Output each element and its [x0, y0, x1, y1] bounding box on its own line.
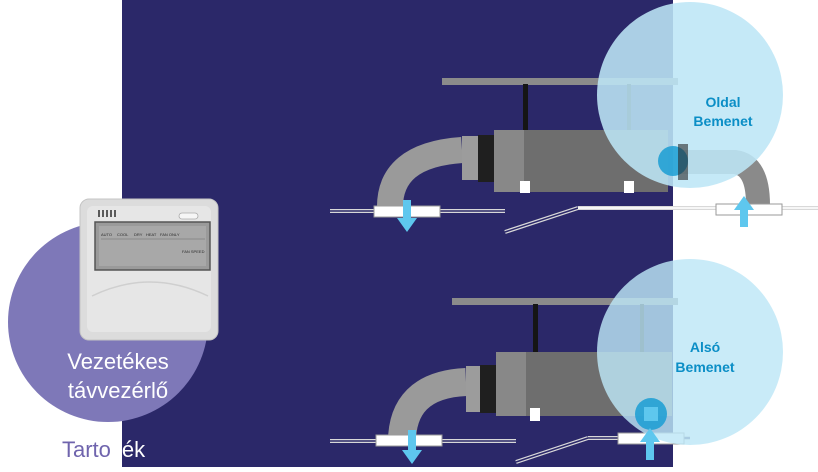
side-inlet-label-line2: Bemenet: [693, 113, 752, 129]
remote-mode-auto: AUTO: [101, 232, 112, 237]
remote-fan-speed: FAN SPEED: [182, 249, 205, 254]
controller-label-line1: Vezetékes: [67, 349, 169, 374]
bottom-inlet-label-line1: Alsó: [690, 339, 720, 355]
side-inlet-label-line1: Oldal: [705, 94, 740, 110]
inlet-flange: [678, 144, 688, 180]
remote-mode-dry: DRY: [134, 232, 143, 237]
inlet-marker-core: [644, 407, 658, 421]
wired-remote-controller: AUTO COOL DRY HEAT FAN ONLY FAN SPEED: [80, 199, 218, 340]
pipe-collar: [466, 366, 482, 412]
unit-foot: [520, 181, 530, 193]
remote-mode-cool: COOL: [117, 232, 129, 237]
remote-mode-fan-only: FAN ONLY: [160, 232, 180, 237]
unit-foot: [624, 181, 634, 193]
unit-foot: [530, 408, 540, 421]
bottom-inlet-label-line2: Bemenet: [675, 359, 734, 375]
unit-body-face: [496, 352, 526, 416]
side-inlet-bubble: [597, 2, 783, 188]
caption-prefix: Tarto: [62, 437, 111, 462]
remote-mode-heat: HEAT: [146, 232, 157, 237]
unit-body-face: [494, 130, 524, 192]
caption-label: Tartozék: [62, 437, 146, 462]
pipe-flange: [478, 135, 494, 182]
caption-suffix: zék: [111, 437, 146, 462]
controller-label-line2: távvezérlő: [68, 378, 168, 403]
pipe-collar: [462, 136, 480, 180]
pipe-flange: [480, 365, 496, 413]
